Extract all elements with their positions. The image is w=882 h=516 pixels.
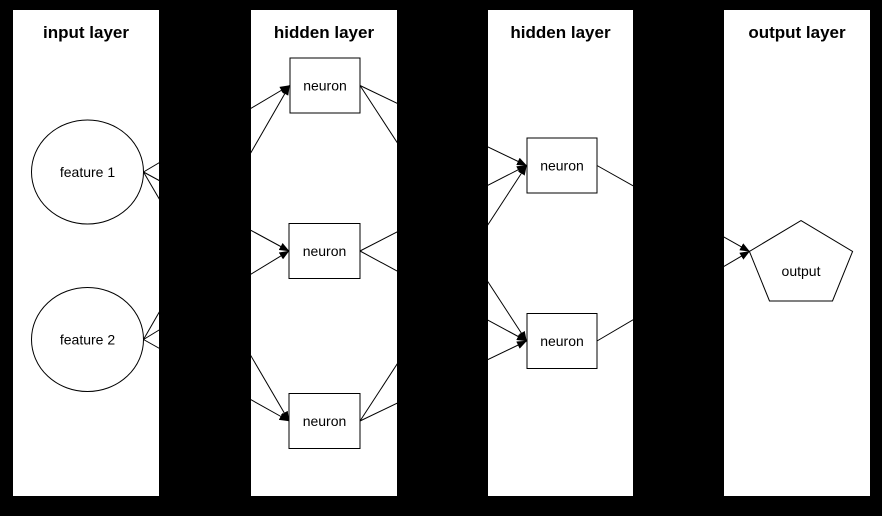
node-label-hidden2-neuron-1: neuron [540, 158, 584, 174]
node-feature-1 [31, 119, 144, 225]
edge-h1c-h2a [359, 165, 527, 422]
edge-h1b-h2b [359, 250, 527, 342]
layer-title-output: output layer [748, 23, 846, 42]
node-label-hidden1-neuron-3: neuron [303, 413, 347, 429]
node-label-output: output [782, 263, 821, 279]
edge-h1b-h2a [359, 165, 527, 252]
node-output [748, 220, 854, 302]
input-layer-panel [13, 10, 159, 496]
edge-f2-h1b [143, 250, 290, 340]
node-labels: feature 1 feature 2 neuron neuron neuron… [60, 78, 821, 430]
edge-h2b-out [596, 250, 750, 342]
node-feature-2 [31, 287, 144, 392]
node-hidden2-neuron-1 [526, 137, 598, 194]
edge-f1-h1c [143, 171, 290, 422]
node-hidden1-neuron-2 [288, 223, 361, 279]
edge-f1-h1a [143, 85, 290, 173]
layer-titles: input layer hidden layer hidden layer ou… [43, 23, 846, 42]
edge-f1-h1b [143, 171, 290, 252]
node-hidden2-neuron-2 [526, 313, 598, 369]
nodes [31, 57, 854, 449]
node-label-hidden1-neuron-2: neuron [303, 243, 347, 259]
edge-h1a-h2b [359, 85, 527, 342]
node-hidden1-neuron-3 [288, 393, 361, 449]
node-label-feature-1: feature 1 [60, 164, 115, 180]
edge-h1a-h2a [359, 85, 527, 166]
edge-h1c-h2b [359, 340, 527, 422]
node-hidden1-neuron-1 [289, 57, 361, 114]
layer-title-hidden-2: hidden layer [510, 23, 611, 42]
node-label-hidden2-neuron-2: neuron [540, 333, 584, 349]
edge-h2a-out [596, 165, 750, 252]
layer-title-hidden-1: hidden layer [274, 23, 375, 42]
node-label-hidden1-neuron-1: neuron [303, 78, 347, 94]
node-label-feature-2: feature 2 [60, 332, 115, 348]
edge-f2-h1c [143, 339, 290, 422]
connection-edges [143, 85, 750, 422]
hidden-layer-2-panel [488, 10, 633, 496]
layer-title-input: input layer [43, 23, 129, 42]
edge-f2-h1a [143, 85, 290, 340]
